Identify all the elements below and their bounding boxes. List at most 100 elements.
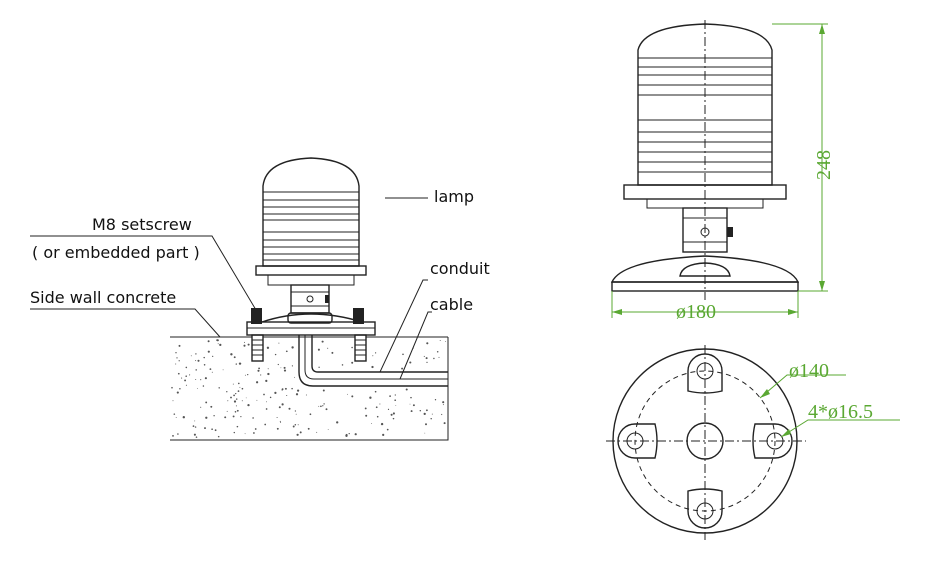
concrete-speckle bbox=[291, 387, 293, 390]
bolt-circle-dimension: ø140 bbox=[759, 360, 846, 399]
concrete-speckle bbox=[264, 423, 267, 426]
concrete-speckle bbox=[374, 352, 377, 354]
concrete-speckle bbox=[216, 339, 219, 342]
concrete-speckle bbox=[171, 386, 173, 389]
concrete-speckle bbox=[240, 363, 242, 365]
concrete-speckle bbox=[341, 364, 344, 366]
lamp-body bbox=[262, 157, 360, 267]
concrete-speckle bbox=[291, 365, 293, 367]
concrete-speckle bbox=[327, 429, 329, 430]
concrete-speckle bbox=[442, 401, 445, 404]
concrete-speckle bbox=[172, 400, 174, 402]
concrete-speckle bbox=[267, 368, 269, 370]
concrete-speckle bbox=[307, 427, 310, 430]
hole-value: 4*ø16.5 bbox=[808, 401, 873, 423]
concrete-speckle bbox=[426, 361, 428, 364]
concrete-speckle bbox=[371, 422, 373, 424]
concrete-speckle bbox=[189, 374, 191, 376]
concrete-speckle bbox=[177, 433, 179, 435]
concrete-speckle bbox=[295, 413, 297, 415]
concrete-speckle bbox=[372, 355, 374, 357]
concrete-speckle bbox=[233, 356, 236, 359]
concrete-speckle bbox=[244, 433, 246, 435]
concrete-leader bbox=[30, 308, 221, 338]
slot-right bbox=[752, 423, 793, 459]
concrete-speckle bbox=[236, 409, 239, 412]
concrete-label: Side wall concrete bbox=[30, 288, 176, 307]
concrete-speckle bbox=[299, 431, 302, 434]
concrete-speckle bbox=[322, 389, 325, 392]
concrete-speckle bbox=[296, 389, 300, 392]
concrete-speckle bbox=[295, 393, 299, 396]
slot-left bbox=[617, 423, 658, 459]
base-outline bbox=[612, 348, 798, 534]
concrete-speckle bbox=[244, 374, 246, 376]
concrete-speckle bbox=[294, 410, 297, 412]
concrete-speckle bbox=[196, 388, 198, 389]
concrete-speckle bbox=[184, 379, 187, 382]
concrete-speckle bbox=[210, 405, 213, 408]
lamp-flange bbox=[255, 265, 367, 276]
concrete-speckle bbox=[380, 422, 384, 426]
concrete-speckle bbox=[267, 372, 270, 376]
concrete-speckle bbox=[258, 367, 260, 370]
concrete-speckle bbox=[253, 432, 255, 434]
concrete-speckle bbox=[286, 394, 288, 397]
concrete-speckle bbox=[217, 343, 219, 345]
concrete-speckle bbox=[274, 391, 277, 395]
plan-view: ø140 4*ø16.5 bbox=[606, 345, 900, 540]
concrete-speckle bbox=[203, 364, 206, 366]
concrete-speckle bbox=[211, 428, 213, 431]
concrete-speckle bbox=[309, 413, 312, 416]
concrete-speckle bbox=[318, 405, 320, 407]
slot-top bbox=[687, 353, 723, 394]
concrete-speckle bbox=[213, 415, 215, 417]
concrete-speckle bbox=[247, 343, 250, 346]
concrete-speckle bbox=[235, 363, 237, 365]
concrete-speckle bbox=[402, 353, 404, 356]
concrete-speckle bbox=[382, 433, 385, 437]
concrete-speckle bbox=[439, 340, 441, 341]
concrete-speckle bbox=[364, 407, 367, 410]
concrete-speckle bbox=[354, 433, 357, 436]
concrete-speckle bbox=[294, 376, 296, 378]
concrete-speckle bbox=[235, 392, 237, 395]
conduit-label: conduit bbox=[430, 259, 490, 278]
concrete-speckle bbox=[257, 369, 260, 372]
conduit-pipe bbox=[298, 335, 448, 387]
concrete-speckle bbox=[240, 416, 242, 418]
center-hole bbox=[686, 422, 724, 460]
concrete-speckle bbox=[320, 405, 322, 408]
base-diameter-dimension: ø180 bbox=[611, 291, 799, 323]
concrete-speckle bbox=[226, 391, 228, 393]
concrete-speckle bbox=[235, 398, 238, 400]
concrete-speckle bbox=[394, 399, 397, 402]
slot-bottom bbox=[687, 488, 723, 529]
concrete-speckle bbox=[194, 420, 196, 422]
concrete-speckle bbox=[443, 422, 446, 425]
concrete-speckle bbox=[218, 387, 220, 389]
concrete-speckle bbox=[409, 361, 412, 364]
installation-view: lamp M8 setscrew ( or embedded part ) Si… bbox=[30, 157, 490, 441]
concrete-speckle bbox=[425, 423, 427, 426]
concrete-speckle bbox=[260, 374, 262, 376]
concrete-speckle bbox=[194, 426, 197, 428]
lamp-column bbox=[290, 284, 330, 314]
concrete-speckle bbox=[276, 427, 279, 430]
concrete-speckle bbox=[438, 356, 440, 358]
concrete-speckle bbox=[265, 408, 268, 410]
concrete-speckle bbox=[254, 428, 257, 430]
concrete-speckle bbox=[387, 408, 390, 411]
concrete-speckle bbox=[351, 361, 354, 364]
concrete-speckle bbox=[425, 357, 428, 360]
concrete-speckle bbox=[277, 363, 279, 366]
concrete-speckle bbox=[276, 416, 278, 419]
concrete-speckle bbox=[200, 406, 202, 408]
concrete-speckle bbox=[394, 394, 396, 396]
concrete-speckle bbox=[205, 401, 208, 404]
concrete-speckle bbox=[317, 348, 320, 351]
concrete-speckle bbox=[185, 375, 187, 377]
concrete-speckle bbox=[297, 424, 299, 426]
concrete-speckle bbox=[323, 403, 325, 405]
concrete-speckle bbox=[243, 344, 246, 347]
